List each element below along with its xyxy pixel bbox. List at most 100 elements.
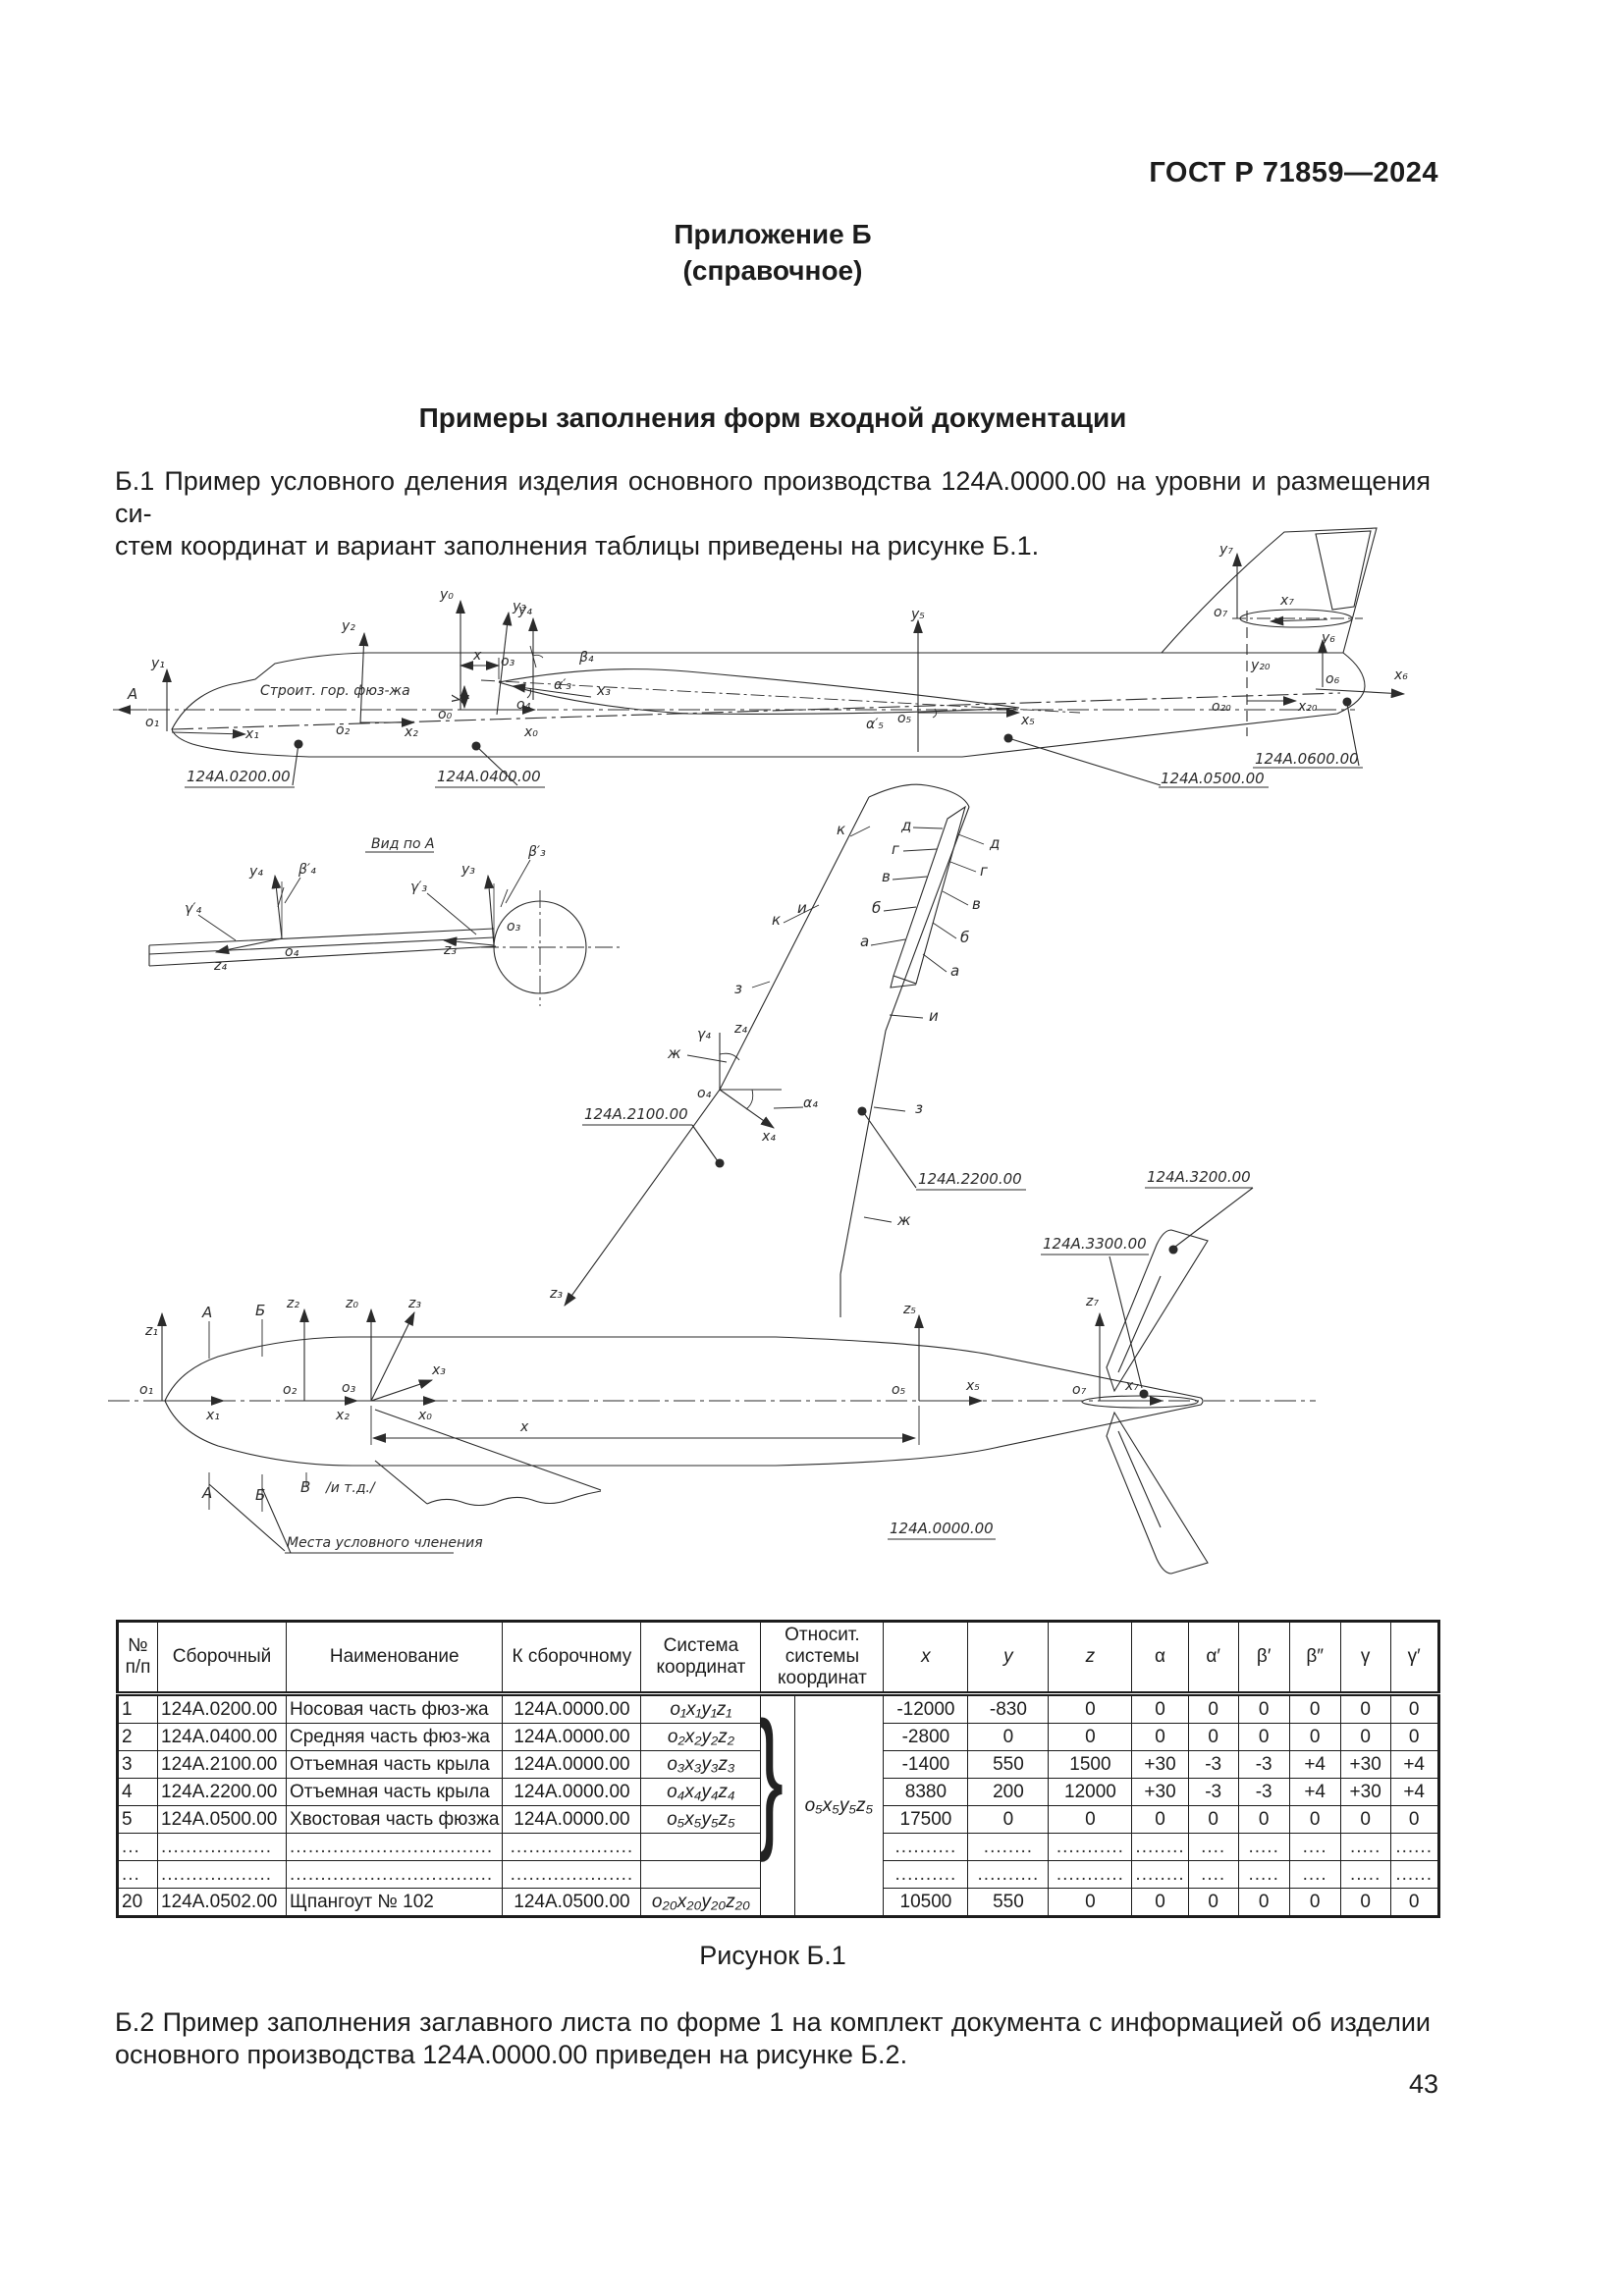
- appendix-subtitle: (справочное): [682, 255, 863, 286]
- drawing-label: у: [448, 694, 463, 704]
- table-cell: 0: [1237, 1888, 1290, 1917]
- drawing-label: o₂: [336, 722, 351, 738]
- table-cell: ..........: [883, 1833, 969, 1861]
- angle-beta4: [529, 645, 544, 668]
- table-cell: +4: [1389, 1778, 1439, 1806]
- table-cell: 17500: [883, 1805, 969, 1834]
- grouping-brace: }: [762, 1698, 785, 1855]
- fin-plan-section: [1081, 1395, 1199, 1409]
- table-cell: o₅x₅y₅z₅: [640, 1805, 762, 1834]
- drawing-label: д: [900, 817, 911, 834]
- drawing-label: x₁: [205, 1408, 220, 1423]
- drawing-label: x₄: [761, 1129, 776, 1145]
- drawing-label: в: [972, 895, 981, 913]
- drawing-label: y₇: [1218, 542, 1233, 558]
- drawing-label: z₄: [733, 1021, 747, 1037]
- table-cell: 1: [117, 1693, 158, 1724]
- table-cell: 124А.0502.00: [157, 1888, 287, 1917]
- table-cell: 0: [1339, 1693, 1391, 1724]
- table-cell: 0: [1187, 1723, 1239, 1751]
- drawing-label: x₆: [1393, 667, 1408, 683]
- table-cell: 0: [1131, 1723, 1189, 1751]
- drawing-label: β′₄: [298, 862, 316, 878]
- table-cell: 124А.0400.00: [157, 1723, 287, 1751]
- axis-y2: [358, 631, 369, 724]
- table-row: ........................................…: [117, 1833, 1439, 1861]
- rudder: [1315, 530, 1372, 611]
- view-a-front-view: [148, 851, 623, 1006]
- table-cell: 0: [1389, 1888, 1439, 1917]
- drawing-label: o₁: [139, 1382, 153, 1398]
- drawing-label: к: [772, 911, 781, 929]
- callout-2100-dot: [715, 1158, 725, 1168]
- table-cell: 0: [1237, 1805, 1290, 1834]
- table-cell: 0: [1339, 1723, 1391, 1751]
- vertical-fin: [1161, 527, 1378, 654]
- wing-angle-arcs: [719, 1052, 804, 1110]
- table-cell: ........: [1131, 1860, 1189, 1889]
- table-cell: 124А.0200.00: [157, 1693, 287, 1724]
- brace-zone: }: [762, 1696, 796, 1915]
- drawing-label: o₅: [897, 711, 912, 726]
- drawing-label: x₂₀: [1297, 699, 1318, 715]
- table-col-header: α: [1131, 1621, 1189, 1696]
- drawing-label: В: [300, 1478, 310, 1496]
- drawing-label: б: [872, 899, 881, 917]
- drawing-label: z₇: [1085, 1294, 1099, 1309]
- part-number-label: 124А.0600.00: [1255, 750, 1359, 768]
- table-cell: ....: [1288, 1833, 1341, 1861]
- drawing-label: z₃: [407, 1296, 421, 1311]
- table-col-header: x: [883, 1621, 969, 1696]
- table-cell: ...........: [1048, 1860, 1133, 1889]
- table-cell: 20: [117, 1888, 158, 1917]
- drawing-label: Б: [255, 1486, 265, 1504]
- page-number: 43: [1408, 2069, 1438, 2099]
- callout-0200-dot: [294, 739, 303, 749]
- detached-wing-plan-view: [564, 783, 1026, 1317]
- drawing-label: з: [915, 1099, 923, 1117]
- axis-x1: [171, 728, 247, 739]
- table-cell: .....: [1339, 1860, 1391, 1889]
- drawing-label: o₀: [438, 707, 453, 722]
- section-title: Примеры заполнения форм входной документ…: [418, 402, 1127, 433]
- plan-fuselage-outline: [164, 1336, 1204, 1467]
- paragraph-b1-line2: стем координат и вариант заполнения табл…: [115, 531, 1040, 561]
- drawing-label: y₆: [1321, 630, 1335, 646]
- table-cell: 124А.0000.00: [502, 1778, 642, 1806]
- drawing-label: Б: [255, 1302, 265, 1319]
- table-cell: 0: [1288, 1693, 1341, 1724]
- table-cell: 124А.0000.00: [502, 1750, 642, 1779]
- callout-0500: [1007, 737, 1269, 788]
- table-cell: Средняя часть фюз-жа: [285, 1723, 504, 1751]
- table-col-header: γ: [1339, 1621, 1391, 1696]
- table-cell: +30: [1339, 1778, 1391, 1806]
- drawing-label: o₃: [507, 919, 521, 934]
- drawing-label: o₇: [1072, 1382, 1087, 1398]
- drawing-label: o₄: [285, 944, 299, 960]
- table-row: ........................................…: [117, 1860, 1439, 1889]
- drawing-label: а: [950, 962, 959, 980]
- drawing-label: /и т.д./: [324, 1480, 376, 1496]
- drawing-label: Вид по А: [371, 836, 435, 852]
- wing-leading-edge: [564, 796, 870, 1307]
- gamma4-leader: [197, 914, 237, 941]
- drawing-label: г: [980, 862, 988, 880]
- table-cell: 124А.0500.00: [502, 1888, 642, 1917]
- table-cell: 5: [117, 1805, 158, 1834]
- table-cell: o₂₀x₂₀y₂₀z₂₀: [640, 1888, 762, 1917]
- drawing-label: А: [201, 1304, 212, 1321]
- drawing-label: к: [837, 821, 845, 838]
- wing-front-outline: [148, 928, 497, 967]
- table-cell: ........: [967, 1833, 1050, 1861]
- airfoil-chord: [480, 679, 1081, 714]
- table-cell: 0: [1237, 1693, 1290, 1724]
- table-cell: .....: [1339, 1833, 1391, 1861]
- aileron-right-leaders: [922, 833, 985, 973]
- drawing-label: x₃: [431, 1362, 446, 1378]
- drawing-label: α′₅: [866, 717, 884, 732]
- callout-2100: [582, 1124, 719, 1162]
- aileron-panel: [890, 805, 966, 988]
